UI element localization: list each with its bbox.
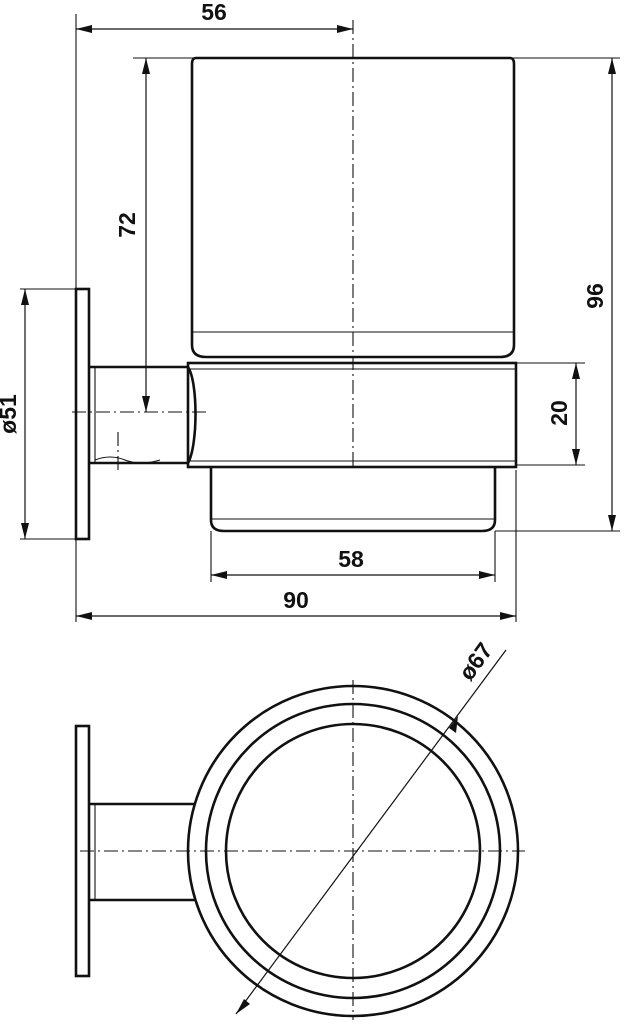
support-arm: [89, 365, 188, 465]
dimension-ring-height: 20: [546, 363, 580, 465]
dimension-base-width: 58: [211, 546, 495, 579]
dimension-total-depth: 90: [76, 587, 516, 620]
wall-plate: [74, 287, 91, 541]
arm-break-line: [94, 456, 161, 464]
dim-label-20: 20: [546, 400, 572, 426]
side-view: 56 72 96 ø51 20: [0, 0, 620, 622]
ring-holder: [186, 361, 518, 469]
glass-cup-base: [209, 467, 497, 533]
dimension-cup-height: 72: [114, 58, 150, 412]
dimension-plate-diameter: ø51: [0, 289, 29, 539]
dim-label-67: ø67: [453, 638, 497, 685]
dim-label-96: 96: [582, 283, 608, 309]
dimension-top-width: 56: [76, 0, 353, 33]
support-arm-top: [89, 802, 196, 902]
arm-joint-curve: [186, 366, 197, 464]
dim-label-58: 58: [338, 546, 364, 572]
dim-label-51: ø51: [0, 394, 21, 434]
dim-label-90: 90: [283, 587, 309, 613]
top-view: ø67: [74, 638, 525, 1020]
dim-label-56: 56: [201, 0, 227, 25]
dim-label-72: 72: [114, 212, 140, 238]
dimension-total-height: 96: [582, 58, 616, 531]
glass-cup: [190, 56, 516, 359]
